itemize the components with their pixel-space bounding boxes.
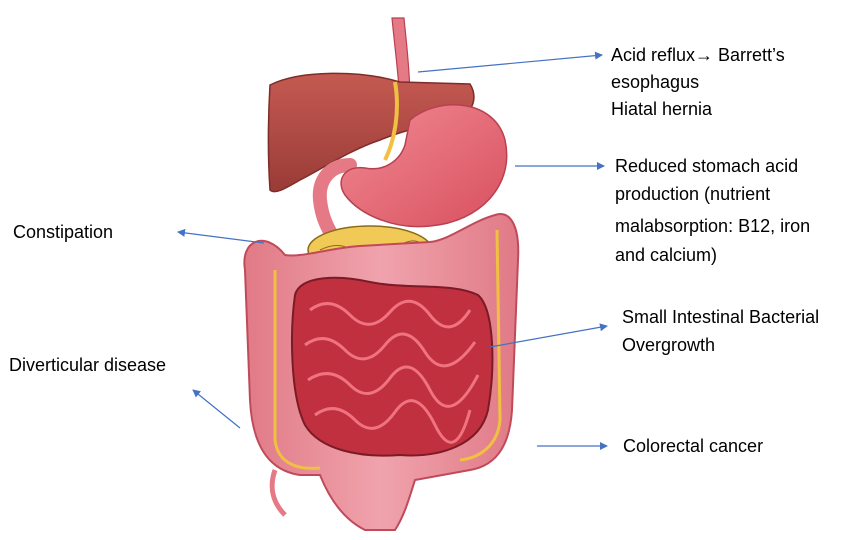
arrow-diverticular — [193, 390, 240, 428]
label-stomach-acid-4: and calcium) — [615, 243, 717, 267]
label-stomach-acid-3: malabsorption: B12, iron — [615, 214, 810, 238]
label-constipation: Constipation — [13, 220, 113, 244]
appendix — [272, 470, 285, 515]
label-stomach-acid-2: production (nutrient — [615, 182, 770, 206]
label-stomach-acid-1: Reduced stomach acid — [615, 154, 798, 178]
arrow-acid-reflux — [418, 55, 602, 72]
arrow-constipation — [178, 232, 264, 243]
label-sibo-1: Small Intestinal Bacterial — [622, 305, 819, 329]
label-colorectal: Colorectal cancer — [623, 434, 763, 458]
label-sibo-2: Overgrowth — [622, 333, 715, 357]
label-acid-reflux: Acid reflux→ Barrett’s — [611, 43, 785, 67]
label-esophagus: esophagus — [611, 70, 699, 94]
label-diverticular: Diverticular disease — [9, 353, 166, 377]
label-hiatal-hernia: Hiatal hernia — [611, 97, 712, 121]
